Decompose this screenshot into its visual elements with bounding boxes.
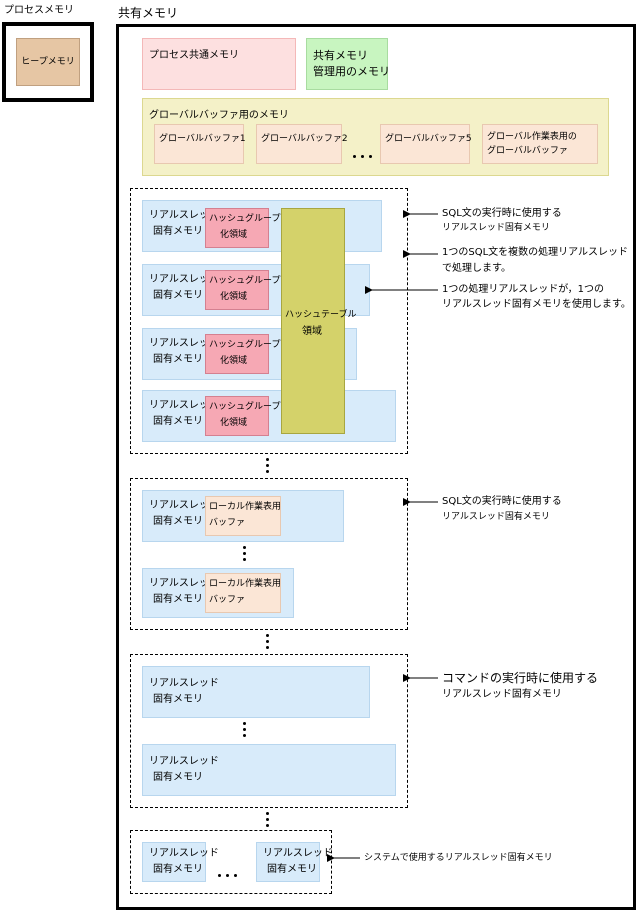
global-work-label-1: グローバル作業表用の [487,132,577,142]
ht-label-2: 領域 [302,326,322,337]
hash-table-area: ハッシュテーブル 領域 [281,208,356,434]
command-group [130,654,408,808]
global-buffer-5-label: グローバルバッファ5 [385,134,472,144]
rt-label-3b: 固有メモリ [153,354,203,365]
shared-mgmt-label-1: 共有メモリ [313,49,368,62]
rt-label-9a: リアルスレッド [149,848,219,859]
hash-group-area-3: ハッシュグループ 化領域 [205,334,280,374]
heap-memory-box: ヒープメモリ [16,38,80,86]
rt-label-2b: 固有メモリ [153,290,203,301]
real-thread-memory-10: リアルスレッド 固有メモリ [256,842,333,882]
ellipsis-vertical-2 [243,546,246,564]
shared-mgmt-memory-box: 共有メモリ 管理用のメモリ [306,38,390,90]
lw-label-1a: ローカル作業表用 [209,502,282,512]
rt-label-6a: リアルスレッド [149,578,219,589]
hg-label-3a: ハッシュグループ [209,340,281,350]
process-memory-box [2,22,94,102]
rt-label-4a: リアルスレッド [149,400,219,411]
rt-label-5b: 固有メモリ [153,516,203,527]
global-buffer-5-box: グローバルバッファ5 [380,124,472,164]
rt-label-4b: 固有メモリ [153,416,203,427]
lw-label-2b: バッファ [209,595,246,605]
system-group [130,830,332,894]
rt-label-3a: リアルスレッド [149,338,219,349]
rt-label-8b: 固有メモリ [153,772,203,783]
hg-label-4a: ハッシュグループ [209,402,281,412]
shared-mgmt-label-2: 管理用のメモリ [313,65,390,78]
global-buffer-1-box: グローバルバッファ1 [154,124,246,164]
rt-label-1b: 固有メモリ [153,226,203,237]
annotation-system: システムで使用するリアルスレッド固有メモリ [364,853,553,863]
annotation-sql-use-1: SQL文の実行時に使用する [442,208,562,219]
ellipsis-vertical-1 [266,458,269,476]
shared-memory-label: 共有メモリ [118,6,179,20]
annotation-sql-use-2: リアルスレッド固有メモリ [442,223,550,233]
local-work-buffer-1: ローカル作業表用 バッファ [205,496,281,536]
global-buffer-1-label: グローバルバッファ1 [159,134,246,144]
hash-group-area-1: ハッシュグループ 化領域 [205,208,280,248]
rt-label-9b: 固有メモリ [153,864,203,875]
rt-label-7a: リアルスレッド [149,678,219,689]
rt-label-2a: リアルスレッド [149,274,219,285]
hg-label-1a: ハッシュグループ [209,214,281,224]
process-memory-label: プロセスメモリ [4,5,74,16]
annotation-sql-use2-1: SQL文の実行時に使用する [442,496,562,507]
rt-label-10b: 固有メモリ [267,864,317,875]
ellipsis-vertical-4 [243,722,246,740]
process-common-memory-box: プロセス共通メモリ [142,38,296,90]
rt-label-5a: リアルスレッド [149,500,219,511]
process-common-memory-label: プロセス共通メモリ [149,50,239,61]
hg-label-2b: 化領域 [220,292,248,302]
global-buffer-memory-label: グローバルバッファ用のメモリ [149,110,289,121]
rt-label-1a: リアルスレッド [149,210,219,221]
global-buffer-2-box: グローバルバッファ2 [256,124,348,164]
local-work-buffer-2: ローカル作業表用 バッファ [205,573,281,613]
sql-parallel-group [130,188,408,454]
global-buffer-2-label: グローバルバッファ2 [261,134,348,144]
hash-group-area-2: ハッシュグループ 化領域 [205,270,280,310]
hg-label-1b: 化領域 [220,230,248,240]
annotation-multi-2: で処理します。 [442,263,511,274]
hash-group-area-4: ハッシュグループ 化領域 [205,396,280,436]
rt-label-7b: 固有メモリ [153,694,203,705]
ellipsis-system [218,862,242,881]
ellipsis-vertical-3 [266,634,269,652]
lw-label-2a: ローカル作業表用 [209,579,282,589]
real-thread-memory-9: リアルスレッド 固有メモリ [142,842,219,882]
real-thread-memory-4: リアルスレッド 固有メモリ [142,390,396,442]
global-work-label-2: グローバルバッファ [487,146,568,156]
rt-label-10a: リアルスレッド [263,848,333,859]
rt-label-6b: 固有メモリ [153,594,203,605]
real-thread-memory-7: リアルスレッド 固有メモリ [142,666,370,718]
lw-label-1b: バッファ [209,518,246,528]
annotation-multi-1: 1つのSQL文を複数の処理リアルスレッド [442,247,629,258]
ellipsis-vertical-5 [266,812,269,830]
rt-label-8a: リアルスレッド [149,756,219,767]
global-work-buffer-box: グローバル作業表用の グローバルバッファ [482,124,598,164]
annotation-cmd-2: リアルスレッド固有メモリ [442,689,562,700]
real-thread-memory-8: リアルスレッド 固有メモリ [142,744,396,796]
hg-label-2a: ハッシュグループ [209,276,281,286]
hg-label-4b: 化領域 [220,418,248,428]
annotation-one-1: 1つの処理リアルスレッドが，1つの [442,284,605,295]
sql-local-group [130,478,408,630]
ht-label-1: ハッシュテーブル [285,310,357,320]
annotation-cmd-1: コマンドの実行時に使用する [442,671,599,685]
ellipsis-global-buffers [353,143,377,162]
annotation-one-2: リアルスレッド固有メモリを使用します。 [442,299,631,310]
shared-memory-box [116,24,636,910]
hg-label-3b: 化領域 [220,356,248,366]
annotation-sql-use2-2: リアルスレッド固有メモリ [442,512,550,522]
